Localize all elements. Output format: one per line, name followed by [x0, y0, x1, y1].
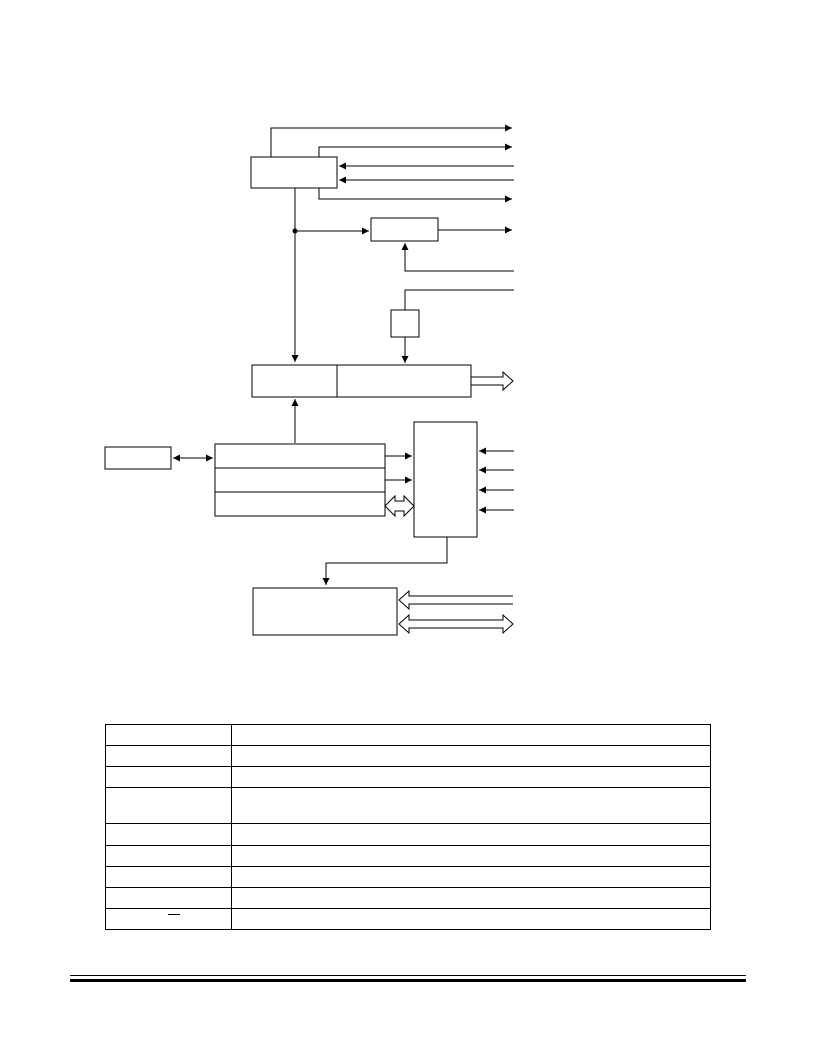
stacked-register-block — [214, 443, 386, 517]
signal-description-cell — [231, 724, 711, 746]
signal-description-cell — [231, 887, 711, 909]
bottom-bidir-bus-arrow — [398, 613, 514, 635]
bottom-block — [252, 587, 398, 636]
stack-row-3-bus-arrow — [384, 494, 415, 518]
table-row — [105, 745, 711, 767]
block-diagram — [104, 124, 514, 636]
register-block — [251, 364, 472, 398]
signal-name-cell — [105, 724, 232, 746]
table-row — [105, 823, 711, 846]
tall-block — [413, 421, 478, 538]
signal-table — [105, 724, 711, 930]
timer-block — [370, 217, 439, 242]
signal-description-cell — [231, 823, 711, 846]
table-row — [105, 908, 711, 930]
active-low-overbar — [168, 914, 180, 915]
table-row — [105, 887, 711, 909]
signal-name-cell — [105, 745, 232, 767]
signal-line-2 — [318, 143, 512, 157]
table-row — [105, 766, 711, 788]
signal-description-cell — [231, 908, 711, 930]
input-line — [404, 289, 514, 310]
signal-name-cell — [105, 887, 232, 909]
junction-dot — [292, 228, 298, 234]
signal-description-cell — [231, 766, 711, 788]
table-row — [105, 787, 711, 824]
small-block — [390, 309, 420, 338]
signal-description-cell — [231, 745, 711, 767]
table-row — [105, 845, 711, 867]
signal-name-cell — [105, 908, 232, 930]
signal-description-cell — [231, 866, 711, 888]
table-row — [105, 724, 711, 746]
signal-line-5 — [318, 188, 512, 203]
table-row — [105, 866, 711, 888]
signal-description-cell — [231, 845, 711, 867]
control-block — [250, 156, 338, 189]
tall-to-bottom-line — [322, 537, 448, 585]
signal-name-cell — [105, 766, 232, 788]
signal-name-cell — [105, 866, 232, 888]
bottom-input-bus-arrow — [398, 589, 513, 611]
footer-rule-thin — [70, 975, 746, 976]
external-block — [104, 446, 172, 470]
signal-name-cell — [105, 823, 232, 846]
timer-input-line — [401, 243, 514, 272]
signal-name-cell — [105, 845, 232, 867]
signal-description-cell — [231, 787, 711, 824]
footer-rule-thick — [70, 979, 746, 982]
signal-name-cell — [105, 787, 232, 824]
signal-line-1 — [270, 124, 512, 157]
register-output-bus-arrow — [471, 370, 514, 392]
